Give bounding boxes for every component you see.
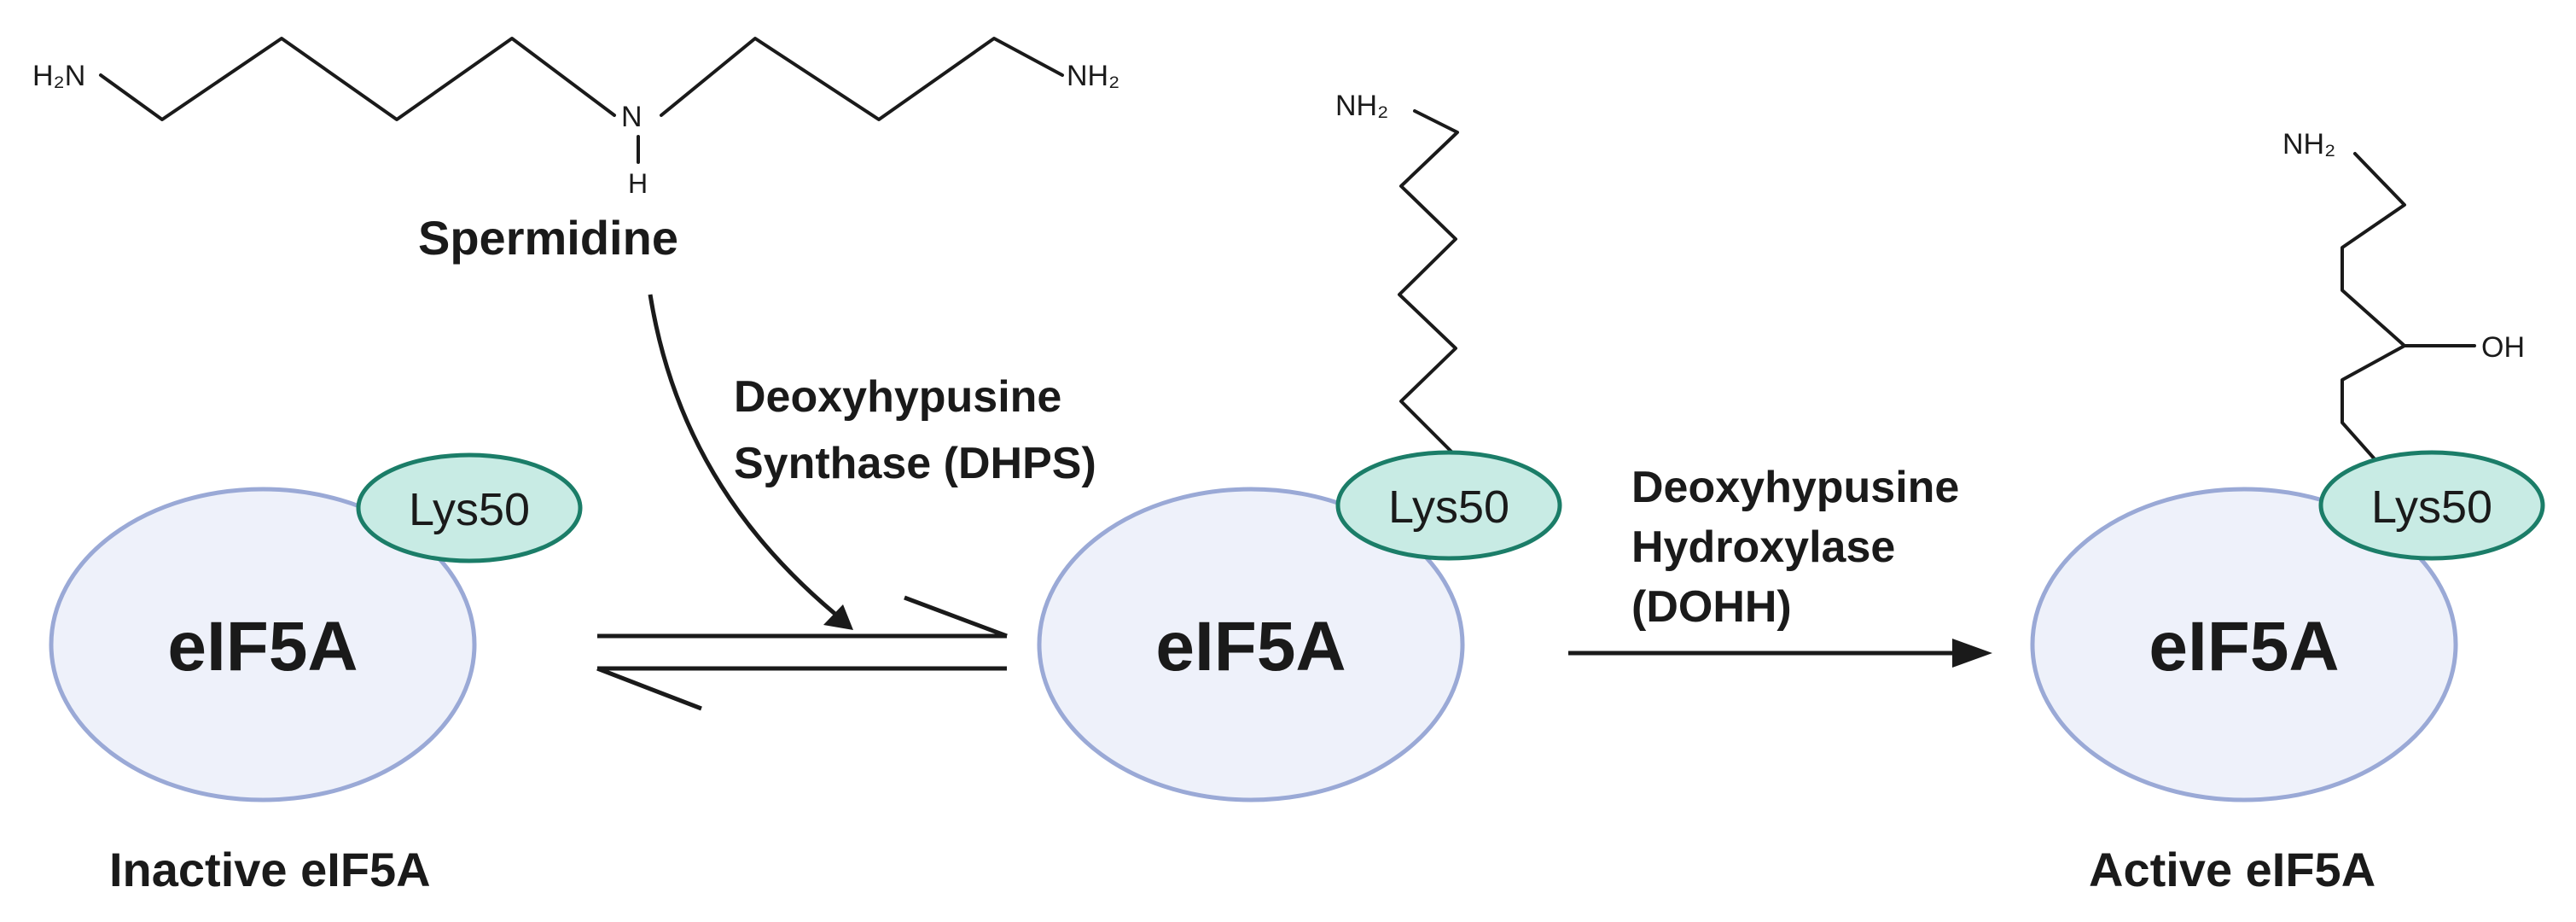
lys50-residue [2318, 450, 2545, 561]
dohh-label-line2: Hydroxylase [1631, 522, 1895, 572]
hypusine-amine: NH₂ [2282, 128, 2335, 160]
spermidine-center-amine: N [621, 101, 643, 133]
lys50-label: Lys50 [2371, 481, 2492, 533]
protein-active: OH NH₂ eIF5A Lys50 Active eIF5A [2030, 128, 2545, 896]
dhps-label-line1: Deoxyhypusine [734, 372, 1061, 422]
inactive-caption: Inactive eIF5A [109, 843, 431, 896]
dhps-label-line2: Synthase (DHPS) [734, 439, 1096, 488]
spermidine-right-amine: NH₂ [1067, 60, 1119, 92]
spermidine-chain-left [99, 37, 616, 121]
eif5a-label: eIF5A [2149, 608, 2339, 686]
spermidine-label: Spermidine [418, 211, 678, 265]
lys50-residue [1335, 450, 1562, 561]
active-caption: Active eIF5A [2089, 843, 2375, 896]
eif5a-body [49, 487, 477, 802]
spermidine-center-h: H [628, 168, 648, 199]
deoxyhypusine-side-chain [1398, 109, 1462, 463]
reverse-arrow-barb [596, 666, 702, 711]
eif5a-body [2030, 487, 2458, 802]
dohh-label-line3: (DOHH) [1631, 582, 1792, 632]
lys50-label: Lys50 [409, 484, 530, 535]
eif5a-label: eIF5A [1155, 608, 1346, 686]
spermidine-chain-right [660, 37, 1064, 121]
spermidine-structure: H₂N N H NH₂ Spermidine [32, 37, 1119, 265]
spermidine-feed-arrowhead [823, 604, 853, 630]
lys50-label: Lys50 [1388, 481, 1509, 533]
eif5a-body [1037, 487, 1465, 802]
deoxyhypusine-amine: NH₂ [1335, 90, 1388, 122]
equilibrium-arrows [596, 595, 1008, 711]
spermidine-left-amine: H₂N [32, 60, 85, 92]
lys50-residue [356, 452, 583, 563]
forward-arrow-barb [904, 595, 1008, 639]
dohh-arrowhead [1952, 639, 1992, 668]
hypusine-side-chain [2340, 152, 2406, 463]
hydroxyl-label: OH [2481, 331, 2525, 364]
spermidine-feed-arrow [648, 294, 848, 625]
protein-deoxyhypusine: NH₂ eIF5A Lys50 [1037, 90, 1562, 802]
protein-inactive: eIF5A Lys50 Inactive eIF5A [49, 452, 583, 896]
dohh-label-line1: Deoxyhypusine [1631, 463, 1959, 512]
eif5a-label: eIF5A [167, 608, 358, 686]
